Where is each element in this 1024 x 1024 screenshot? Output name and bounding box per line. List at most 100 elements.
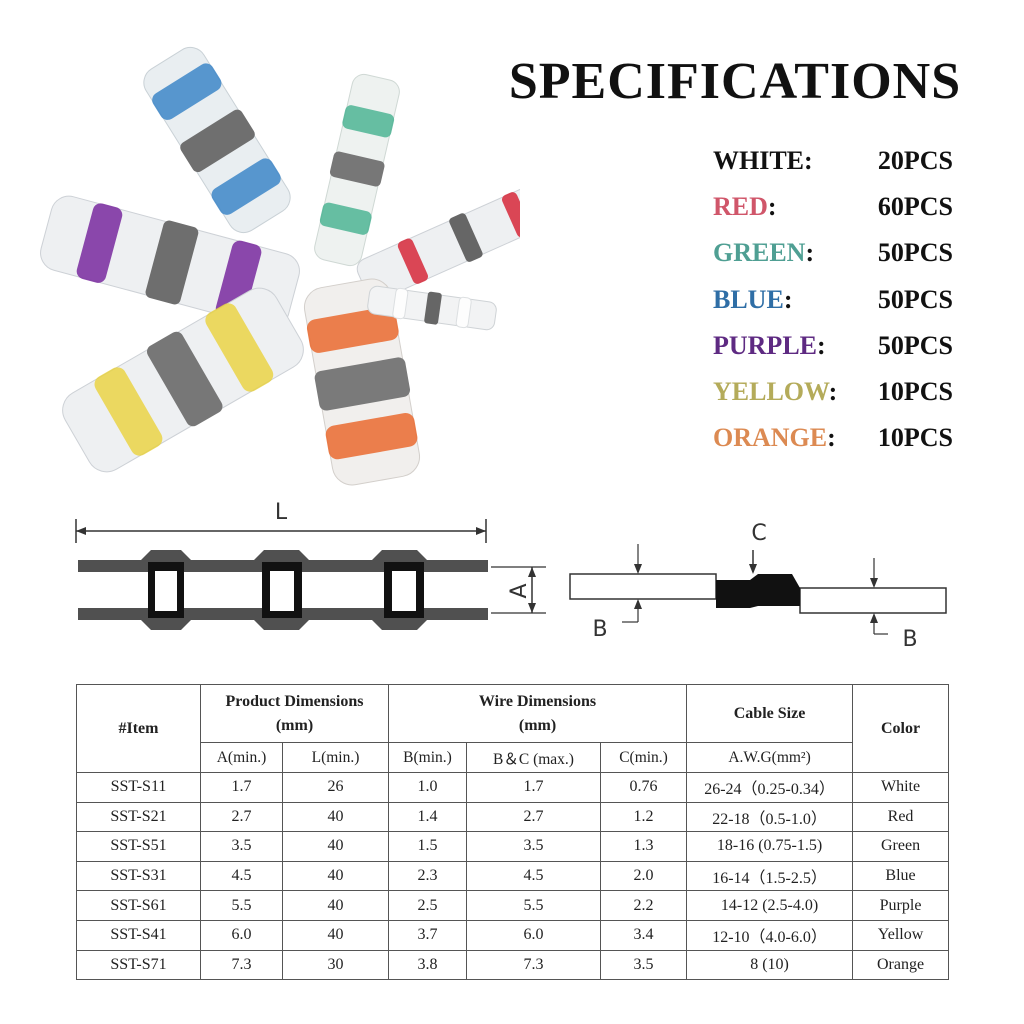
cable-size-header: Cable Size [686,684,854,743]
table-cell: 2.2 [599,890,688,921]
item-header: #Item [76,684,201,773]
wire-left [569,573,717,600]
table-cell: SST-S61 [76,890,201,921]
table-cell: SST-S51 [76,831,201,862]
subheader-c-min: C(min.) [599,742,688,773]
solder-joint [716,574,800,608]
table-cell: 6.0 [466,919,601,951]
wire-joint-diagram: C B B [569,521,947,650]
connector-yellow [62,287,304,473]
table-cell: 5.5 [200,890,283,921]
table-cell: 40 [282,831,389,862]
b-label-right: B [902,627,917,650]
connector-green [314,73,400,267]
connector-orange [303,278,421,486]
table-cell: 3.4 [599,919,688,951]
color-header: Color [852,684,950,773]
subheader-awg: A.W.G(mm²) [686,742,854,773]
table-cell: SST-S21 [76,801,201,833]
specification-table: #Item Product Dimensions(mm) Wire Dimens… [76,684,950,981]
table-cell: Red [852,801,950,833]
c-label: C [751,521,766,546]
table-cell: SST-S41 [76,919,201,951]
table-cell: 5.5 [466,890,601,921]
table-cell: 2.3 [388,860,467,892]
color-name: GREEN: [713,238,815,268]
color-name: RED: [713,192,777,222]
list-item: WHITE: 20PCS [713,146,953,192]
color-name: YELLOW: [713,376,838,406]
table-cell: 7.3 [200,949,283,981]
page-title: SPECIFICATIONS [508,53,962,110]
list-item: PURPLE: 50PCS [713,331,953,377]
table-cell: 1.7 [466,772,601,803]
connector-section-diagram: L A [75,500,546,630]
table-cell: 2.0 [599,860,688,892]
table-cell: 3.5 [599,949,688,981]
table-cell: Orange [852,949,950,981]
product-dimensions-header: Product Dimensions(mm) [200,684,389,743]
color-count: 10PCS [877,376,953,406]
connector-white [367,285,497,331]
list-item: ORANGE: 10PCS [713,423,953,469]
table-cell: SST-S11 [76,772,201,803]
table-cell: Green [852,831,950,862]
color-quantity-list: WHITE: 20PCS RED: 60PCS GREEN: 50PCS BLU… [713,146,953,469]
table-cell: 2.7 [200,801,283,833]
wire-dimensions-header: Wire Dimensions(mm) [387,684,688,743]
color-name: BLUE: [713,284,793,314]
table-cell: 26-24（0.25-0.34） [686,772,854,803]
table-cell: 4.5 [466,860,601,892]
color-count: 50PCS [877,238,953,268]
table-cell: 40 [282,860,389,892]
color-name: ORANGE: [713,423,836,453]
table-cell: 14-12 (2.5-4.0) [686,890,854,921]
table-cell: Yellow [852,919,950,951]
connector-red [356,175,520,301]
diameter-label: A [507,583,532,598]
table-cell: 40 [282,801,389,833]
connectors-photo [40,46,520,486]
table-cell: 2.5 [388,890,467,921]
table-cell: 7.3 [466,949,601,981]
list-item: RED: 60PCS [713,192,953,238]
subheader-bc-max: B＆C (max.) [466,742,601,773]
color-count: 10PCS [877,423,953,453]
table-cell: 1.2 [599,801,688,833]
list-item: YELLOW: 10PCS [713,377,953,423]
table-cell: 30 [282,949,389,981]
table-cell: 0.76 [599,772,688,803]
subheader-a-min: A(min.) [200,742,283,773]
table-cell: 1.7 [200,772,283,803]
table-cell: 40 [282,890,389,921]
list-item: BLUE: 50PCS [713,285,953,331]
table-cell: 12-10（4.0-6.0） [686,919,854,951]
wire-right [799,587,947,614]
table-cell: 4.5 [200,860,283,892]
color-name: PURPLE: [713,330,826,360]
color-count: 60PCS [877,192,953,222]
table-cell: 1.4 [388,801,467,833]
color-name: WHITE: [713,146,813,175]
connector-blue [143,46,291,234]
table-cell: 18-16 (0.75-1.5) [686,831,854,862]
subheader-l-min: L(min.) [282,742,389,773]
table-cell: 6.0 [200,919,283,951]
table-cell: 40 [282,919,389,951]
table-cell: Blue [852,860,950,892]
table-cell: 8 (10) [686,949,854,981]
table-cell: 3.5 [466,831,601,862]
subheader-b-min: B(min.) [388,742,467,773]
table-cell: 1.0 [388,772,467,803]
color-count: 50PCS [877,284,953,314]
table-cell: White [852,772,950,803]
table-cell: 3.7 [388,919,467,951]
table-cell: SST-S71 [76,949,201,981]
